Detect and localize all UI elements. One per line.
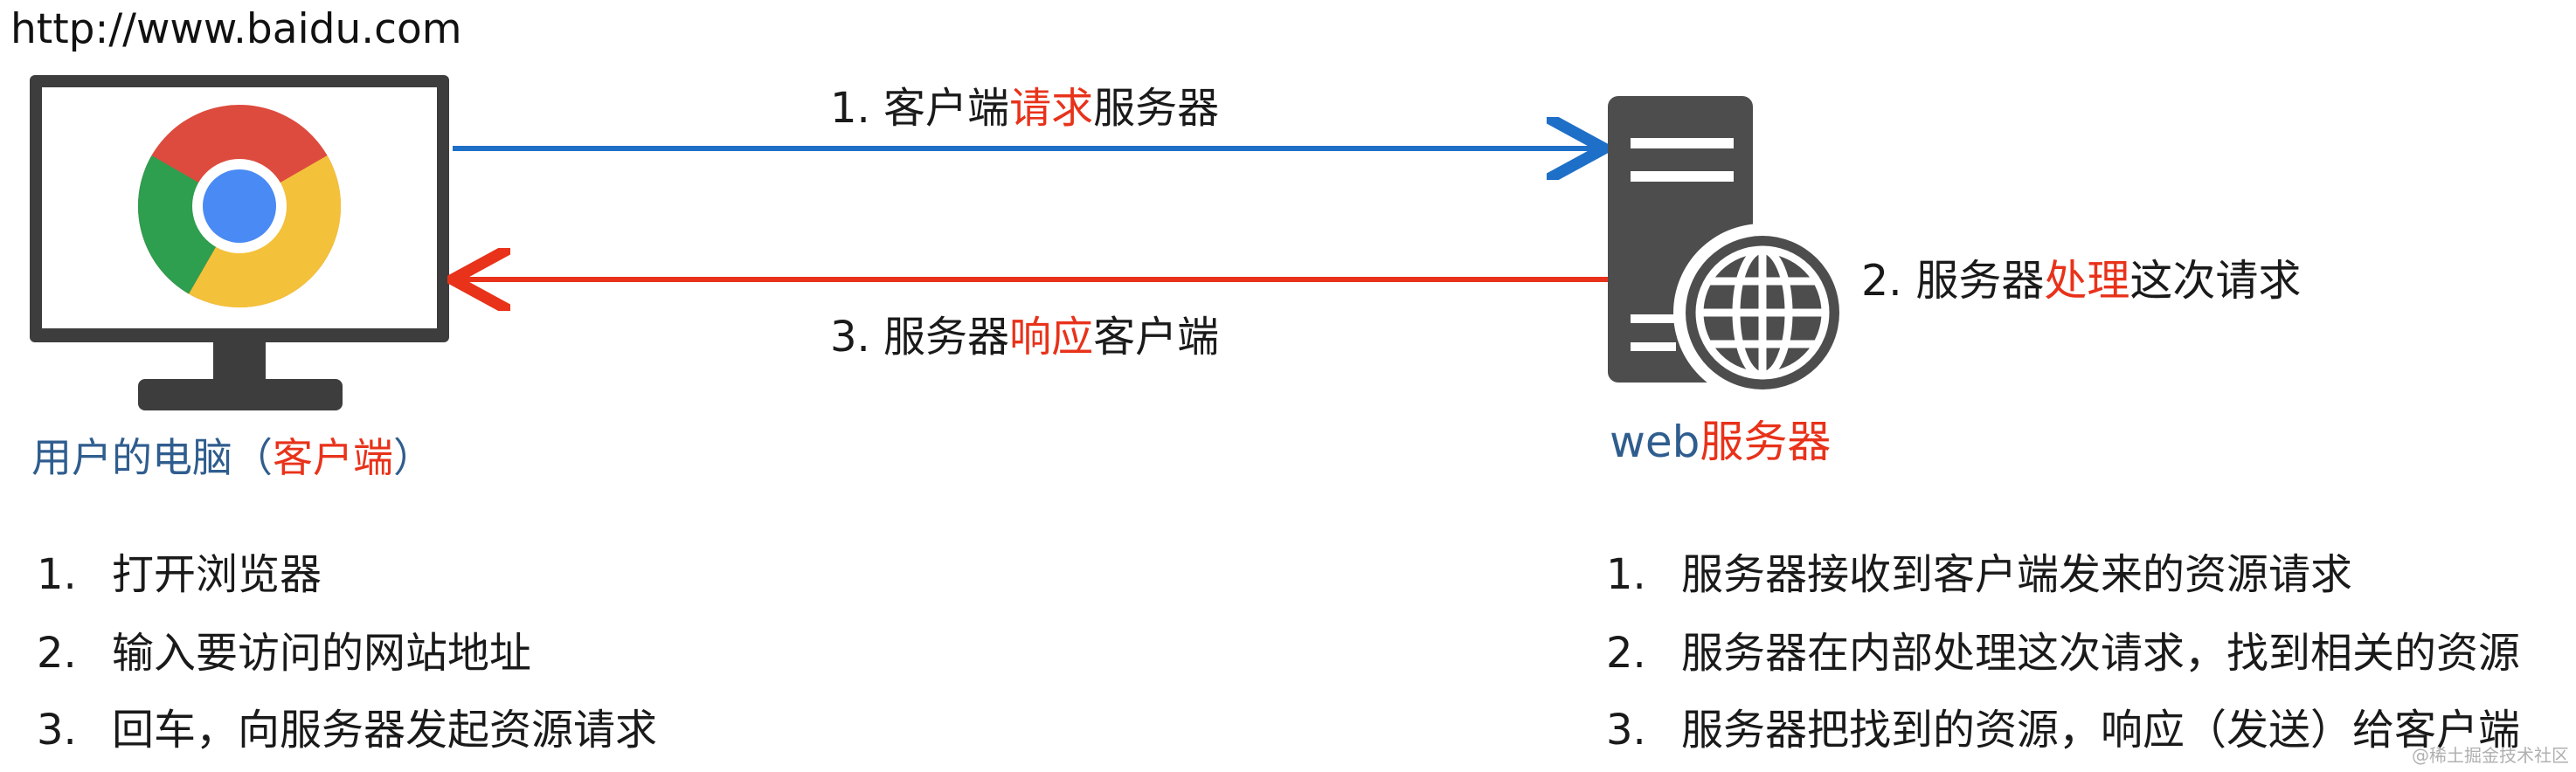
process-label-suffix: 这次请求	[2129, 256, 2302, 306]
list-item-number: 3.	[37, 706, 77, 755]
watermark: @稀土掘金技术社区	[2412, 745, 2569, 766]
request-label-suffix: 服务器	[1093, 84, 1220, 133]
url-label: http://www.baidu.com	[10, 5, 462, 53]
client-caption-highlight: 客户端	[273, 434, 393, 481]
request-label-highlight: 请求	[1009, 84, 1094, 133]
client-caption: 用户的电脑（客户端）	[31, 426, 433, 484]
list-item-number: 2.	[1606, 629, 1646, 678]
list-item: 1. 打开浏览器	[37, 540, 322, 601]
response-label-suffix: 客户端	[1093, 313, 1220, 362]
server-caption: web服务器	[1610, 407, 1831, 470]
server-caption-main: web	[1610, 417, 1700, 467]
process-label-highlight: 处理	[2044, 256, 2130, 306]
response-label: 3. 服务器响应客户端	[830, 302, 1219, 363]
list-item-number: 1.	[37, 550, 77, 599]
list-item: 3. 回车，向服务器发起资源请求	[37, 695, 657, 756]
response-label-prefix: 3. 服务器	[830, 313, 1010, 362]
chrome-logo-icon	[137, 105, 342, 308]
process-label: 2. 服务器处理这次请求	[1861, 246, 2301, 308]
list-item-number: 3.	[1606, 706, 1646, 755]
list-item-text: 服务器把找到的资源，响应（发送）给客户端	[1681, 706, 2521, 755]
list-item-text: 输入要访问的网站地址	[112, 629, 532, 678]
client-caption-main: 用户的电脑（	[31, 434, 273, 481]
list-item: 3. 服务器把找到的资源，响应（发送）给客户端	[1606, 695, 2520, 756]
list-item-text: 打开浏览器	[112, 550, 322, 599]
globe-icon	[1673, 224, 1852, 402]
list-item-text: 服务器接收到客户端发来的资源请求	[1681, 550, 2353, 599]
process-label-prefix: 2. 服务器	[1861, 256, 2045, 306]
client-caption-end: ）	[393, 434, 433, 481]
response-label-highlight: 响应	[1009, 313, 1094, 362]
list-item: 2. 输入要访问的网站地址	[37, 618, 531, 679]
server-caption-highlight: 服务器	[1700, 417, 1832, 467]
list-item-text: 回车，向服务器发起资源请求	[112, 706, 658, 755]
list-item-number: 1.	[1606, 550, 1646, 599]
request-label-prefix: 1. 客户端	[830, 84, 1010, 133]
list-item: 1. 服务器接收到客户端发来的资源请求	[1606, 540, 2352, 601]
list-item: 2. 服务器在内部处理这次请求，找到相关的资源	[1606, 618, 2520, 679]
request-label: 1. 客户端请求服务器	[830, 73, 1219, 134]
list-item-text: 服务器在内部处理这次请求，找到相关的资源	[1681, 629, 2521, 678]
list-item-number: 2.	[37, 629, 77, 678]
